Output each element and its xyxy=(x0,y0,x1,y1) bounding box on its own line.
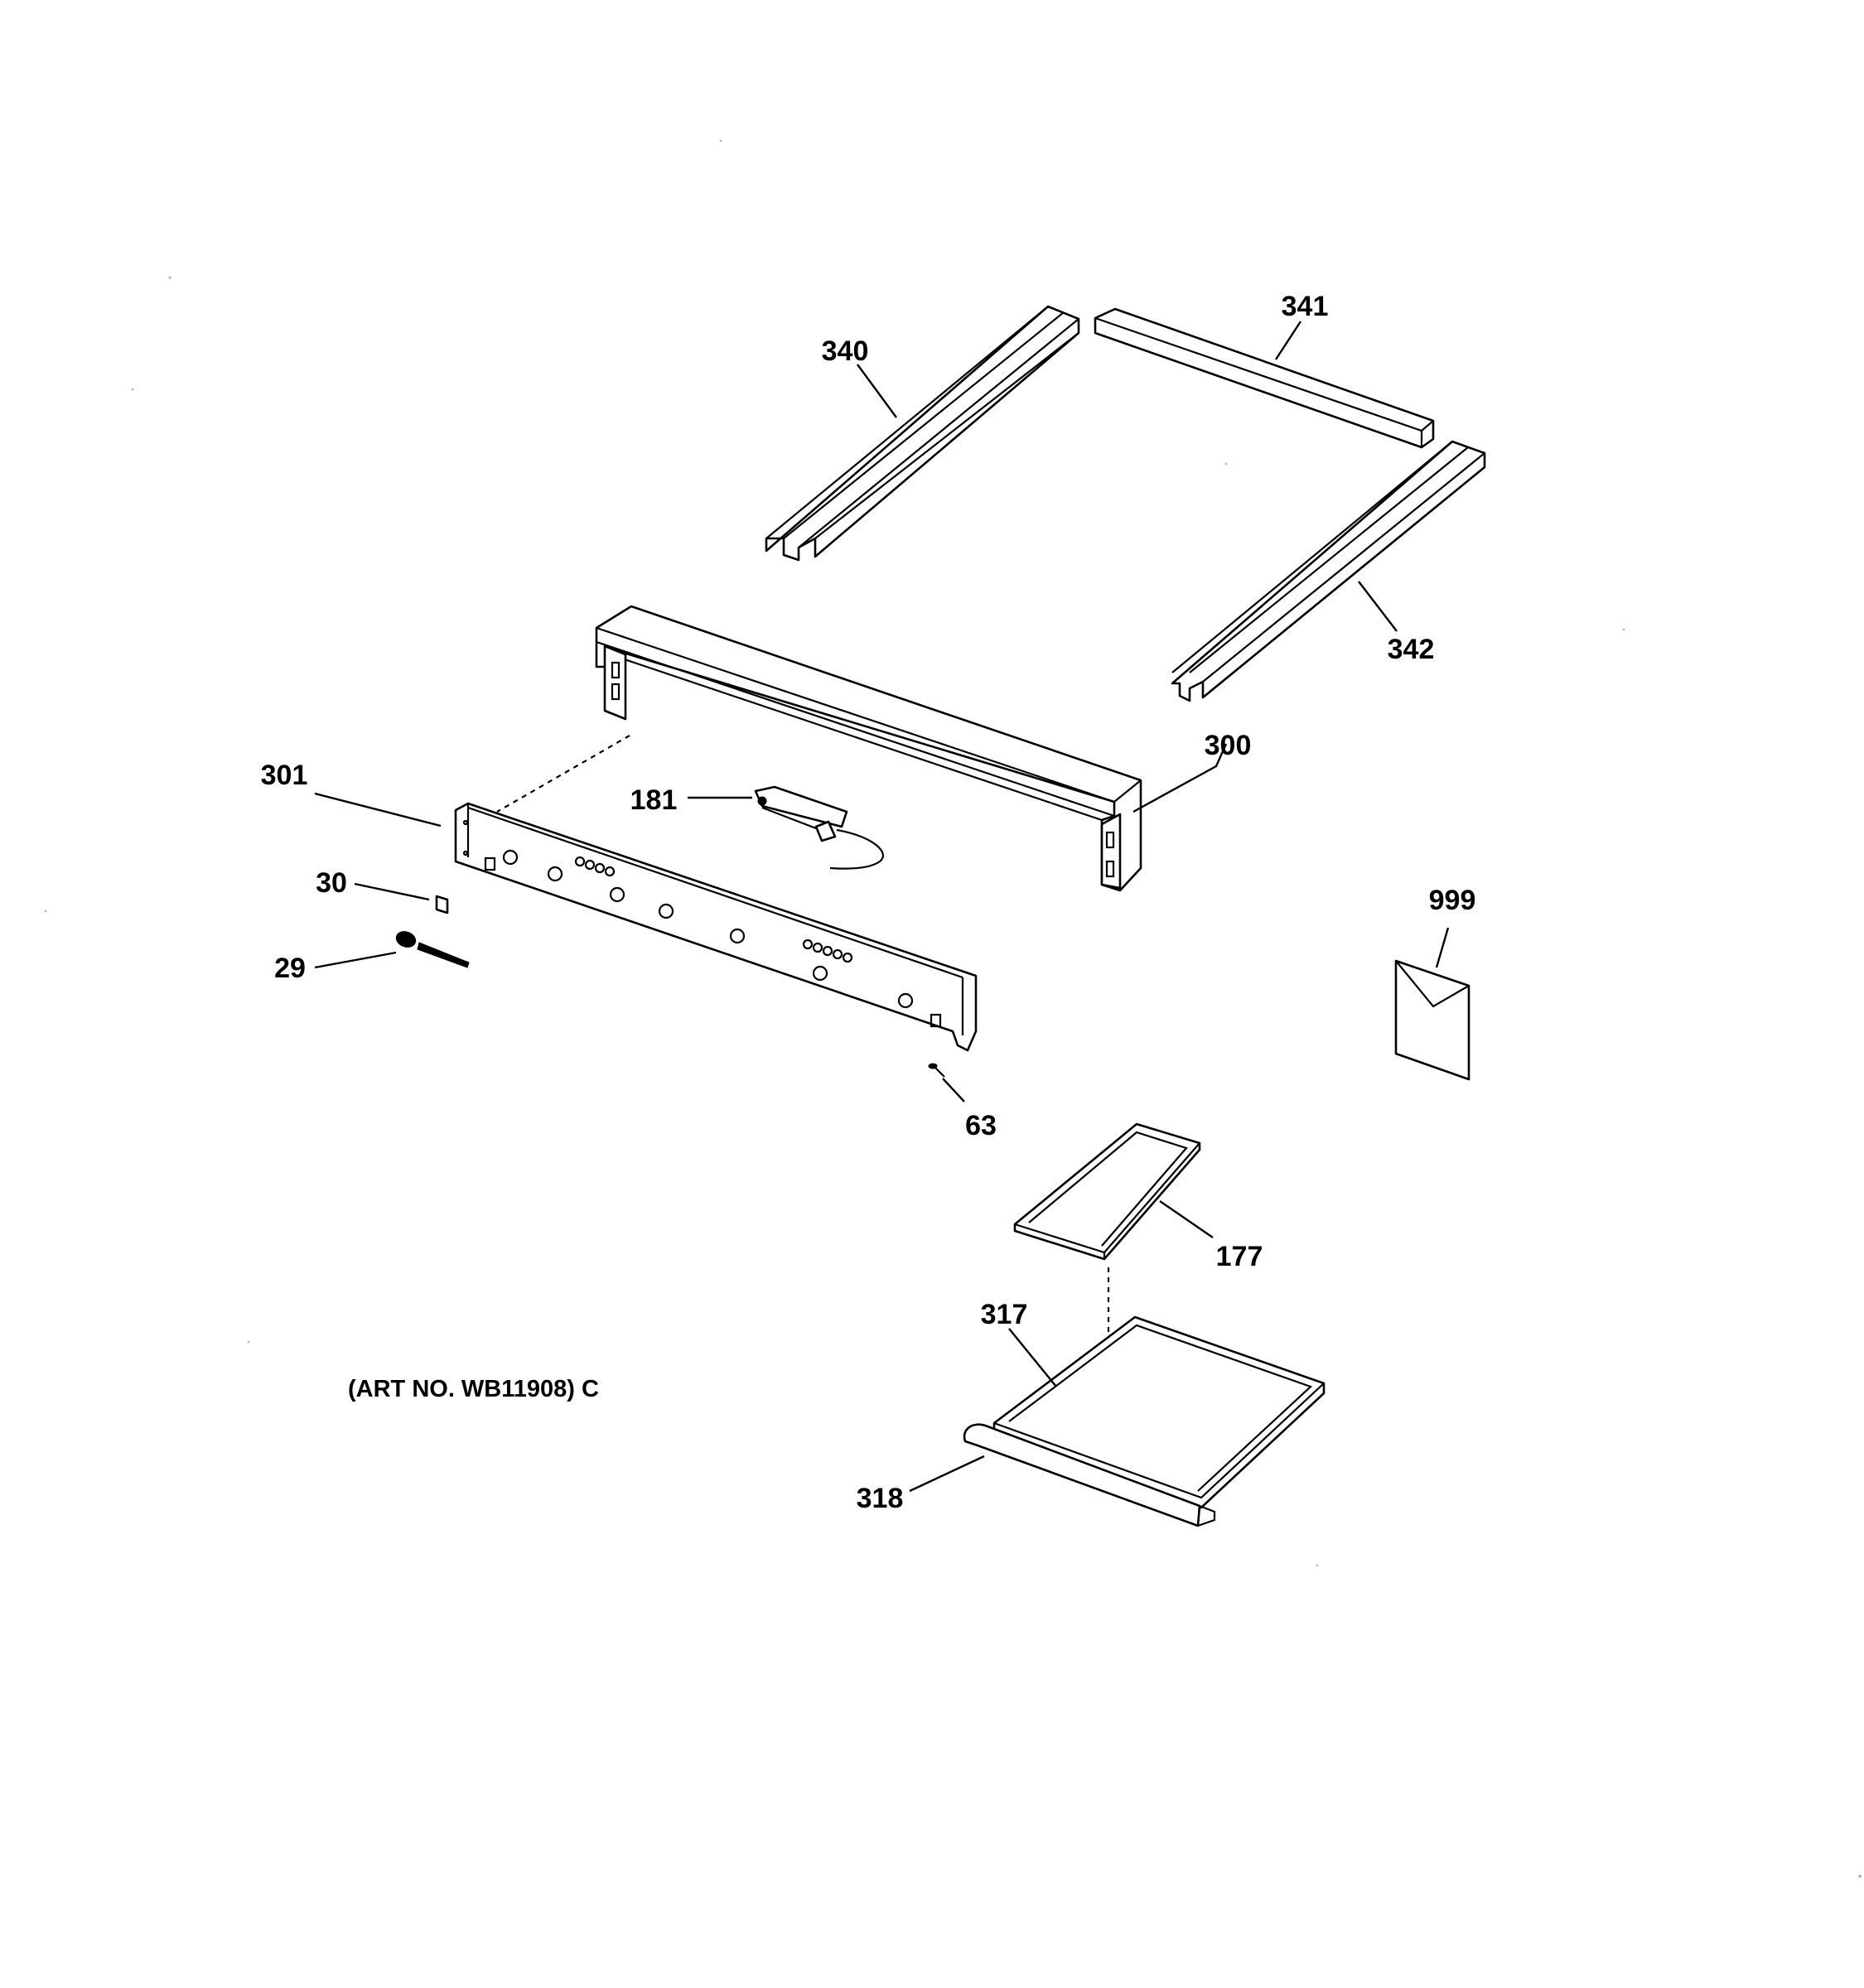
part-30-clip xyxy=(435,895,449,914)
part-301-control-panel xyxy=(454,802,978,1052)
callout-181: 181 xyxy=(630,784,678,816)
part-340-left-side-trim xyxy=(765,305,1080,562)
art-number: (ART NO. WB11908) C xyxy=(348,1376,599,1402)
callout-317: 317 xyxy=(981,1299,1028,1330)
part-318-handle xyxy=(963,1423,1216,1527)
callout-177: 177 xyxy=(1216,1241,1263,1272)
callout-labels: 340 341 342 300 301 181 30 29 63 999 177… xyxy=(261,291,1476,1514)
callout-300: 300 xyxy=(1205,730,1252,761)
callout-63: 63 xyxy=(965,1110,997,1141)
callout-342: 342 xyxy=(1388,634,1435,665)
leader-lines xyxy=(314,321,1450,1493)
callout-340: 340 xyxy=(822,335,869,367)
callout-999: 999 xyxy=(1429,885,1476,916)
callout-29: 29 xyxy=(274,953,306,984)
part-999-literature xyxy=(1394,959,1470,1081)
callout-318: 318 xyxy=(857,1483,904,1514)
part-300-trim-assembly xyxy=(595,605,1142,892)
background-specks xyxy=(44,139,1862,1878)
part-29-badge xyxy=(395,931,470,968)
callout-30: 30 xyxy=(316,867,347,899)
part-317-liner-frame xyxy=(992,1315,1326,1509)
part-63-screw xyxy=(928,1063,945,1078)
part-177-tray-frame xyxy=(1013,1122,1201,1261)
part-341-rear-trim xyxy=(1094,307,1435,449)
part-181-sensor xyxy=(754,785,884,870)
callout-341: 341 xyxy=(1282,291,1329,322)
callout-301: 301 xyxy=(261,760,308,791)
part-342-right-side-trim xyxy=(1171,440,1486,702)
alignment-line-300-301 xyxy=(496,735,630,813)
